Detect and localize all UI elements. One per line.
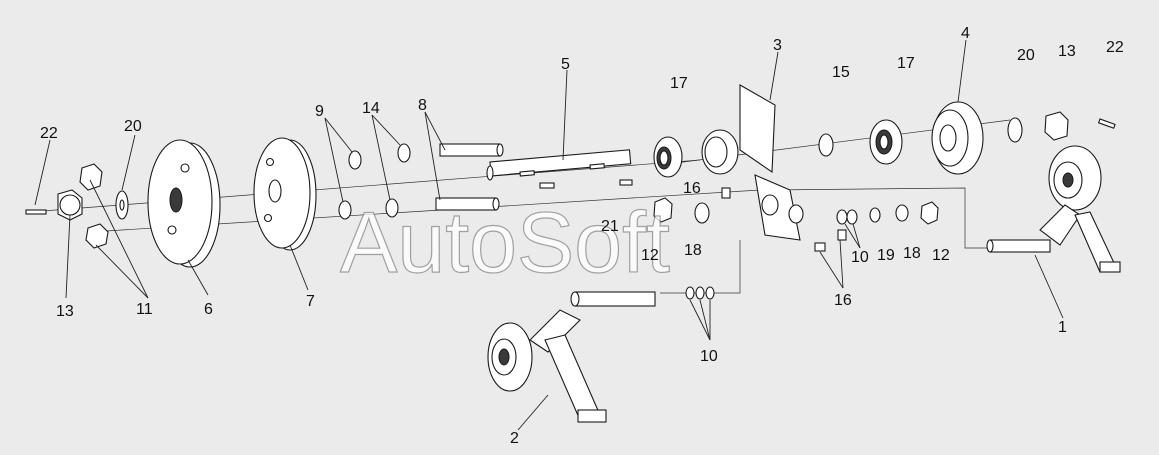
part-2-tensioner-arm <box>487 286 715 423</box>
callout-3: 3 <box>773 37 782 54</box>
callout-12-left: 12 <box>641 247 659 264</box>
callout-18-right: 18 <box>903 245 921 262</box>
callout-13-left: 13 <box>56 303 74 320</box>
callout-labels: 1 2 3 4 5 6 7 8 9 10 10 11 12 12 13 13 1… <box>40 25 1124 447</box>
right-upper-parts <box>818 101 1116 175</box>
callout-2: 2 <box>510 430 519 447</box>
callout-11: 11 <box>136 301 153 318</box>
leader-lines <box>34 39 1064 431</box>
callout-13-right: 13 <box>1058 43 1076 60</box>
callout-14: 14 <box>362 100 380 117</box>
callout-6: 6 <box>204 301 213 318</box>
part-6-pulley <box>147 139 221 268</box>
part-3-bracket <box>701 84 847 252</box>
part-1-tensioner-arm <box>986 145 1121 273</box>
callout-1: 1 <box>1058 319 1067 336</box>
callout-12-right: 12 <box>932 247 950 264</box>
callout-22-right: 22 <box>1106 39 1124 56</box>
left-hardware <box>25 163 129 249</box>
part-5-shaft <box>486 149 633 189</box>
callout-20-left: 20 <box>124 118 142 135</box>
callout-9: 9 <box>315 103 324 120</box>
callout-10-right: 10 <box>851 249 869 266</box>
callout-4: 4 <box>961 25 970 42</box>
callout-5: 5 <box>561 56 570 73</box>
part-7-pulley <box>253 137 317 251</box>
callout-8: 8 <box>418 97 427 114</box>
callout-15: 15 <box>832 64 850 81</box>
bearing-17-left <box>653 136 710 224</box>
callout-18-left: 18 <box>684 242 702 259</box>
callout-20-right: 20 <box>1017 47 1035 64</box>
callout-10-lower: 10 <box>700 348 718 365</box>
callout-17-right: 17 <box>897 55 915 72</box>
callout-19: 19 <box>877 247 895 264</box>
callout-22-left: 22 <box>40 125 58 142</box>
small-washers-row <box>836 201 939 225</box>
callout-21: 21 <box>601 218 619 235</box>
callout-16-upper: 16 <box>683 180 701 197</box>
callout-7: 7 <box>306 293 315 310</box>
callout-16-lower: 16 <box>834 292 852 309</box>
watermark-text: AutoSoft <box>340 195 670 291</box>
callout-17-left: 17 <box>670 75 688 92</box>
pins-and-washers <box>338 143 504 220</box>
